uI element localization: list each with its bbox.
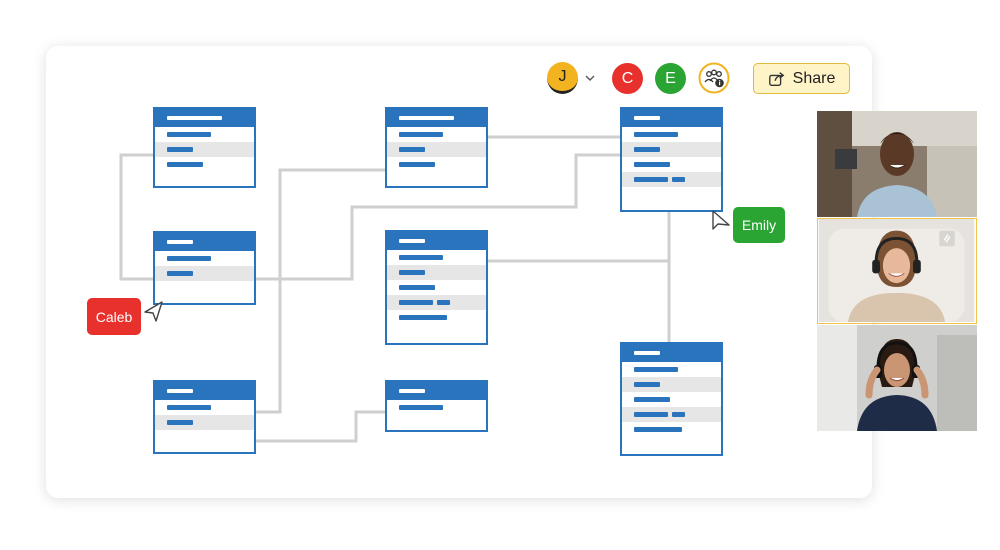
collaborators-info-icon[interactable] — [698, 62, 730, 94]
share-label: Share — [792, 69, 836, 87]
video-tile-participant-3[interactable] — [817, 325, 977, 431]
participant-video-image — [818, 219, 975, 322]
avatar-e[interactable]: E — [655, 63, 686, 94]
cursor-label-caleb: Caleb — [87, 298, 141, 335]
entity-table[interactable] — [620, 107, 723, 212]
entity-table[interactable] — [385, 107, 488, 188]
avatar-c[interactable]: C — [612, 63, 643, 94]
video-tile-participant-1[interactable] — [817, 111, 977, 217]
entity-table[interactable] — [153, 107, 256, 188]
share-button[interactable]: Share — [753, 63, 850, 94]
participant-video-image — [817, 111, 977, 217]
entity-table[interactable] — [153, 231, 256, 305]
video-tile-participant-2-active[interactable] — [817, 218, 977, 324]
participant-video-image — [817, 325, 977, 431]
cursor-label-emily: Emily — [733, 207, 785, 243]
avatar-j[interactable]: J — [547, 62, 578, 94]
cursor-arrow-icon — [144, 301, 163, 322]
entity-table[interactable] — [385, 230, 488, 345]
entity-table[interactable] — [153, 380, 256, 454]
cursor-arrow-icon — [712, 210, 730, 230]
entity-table[interactable] — [385, 380, 488, 432]
share-icon — [768, 71, 785, 86]
entity-table[interactable] — [620, 342, 723, 456]
chevron-down-icon[interactable] — [585, 73, 595, 83]
